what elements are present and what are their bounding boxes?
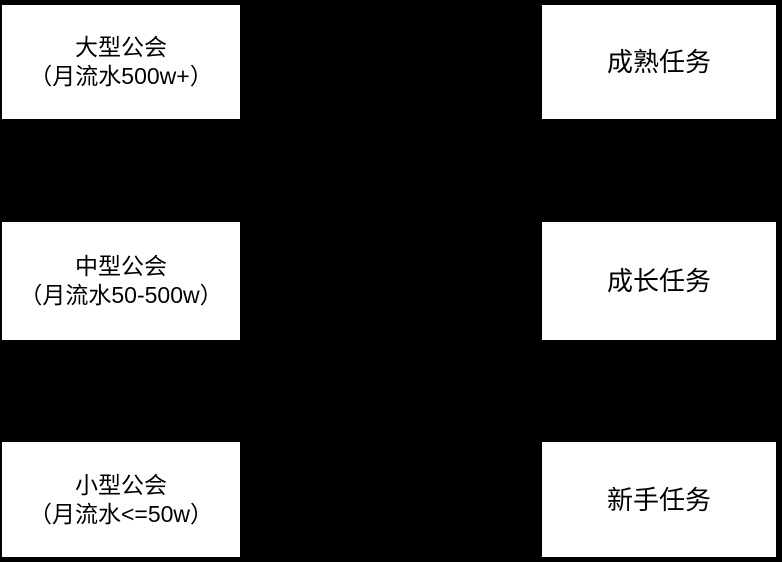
node-growth-tasks: 成长任务 <box>542 222 776 340</box>
node-mature-tasks: 成熟任务 <box>542 5 776 119</box>
node-large-guild-subtitle: （月流水500w+） <box>29 63 213 89</box>
node-newbie-tasks-label: 新手任务 <box>606 484 711 515</box>
node-small-guild: 小型公会 （月流水<=50w） <box>2 442 240 557</box>
node-small-guild-title: 小型公会 <box>75 471 167 498</box>
node-small-guild-subtitle: （月流水<=50w） <box>28 500 214 527</box>
node-large-guild: 大型公会 （月流水500w+） <box>2 5 240 119</box>
node-newbie-tasks: 新手任务 <box>542 442 776 557</box>
node-medium-guild-title: 中型公会 <box>75 253 167 279</box>
node-large-guild-title: 大型公会 <box>75 34 167 60</box>
node-medium-guild: 中型公会 （月流水50-500w） <box>2 222 240 340</box>
node-growth-tasks-label: 成长任务 <box>606 266 711 296</box>
node-mature-tasks-label: 成熟任务 <box>606 47 711 77</box>
node-medium-guild-subtitle: （月流水50-500w） <box>19 282 223 308</box>
